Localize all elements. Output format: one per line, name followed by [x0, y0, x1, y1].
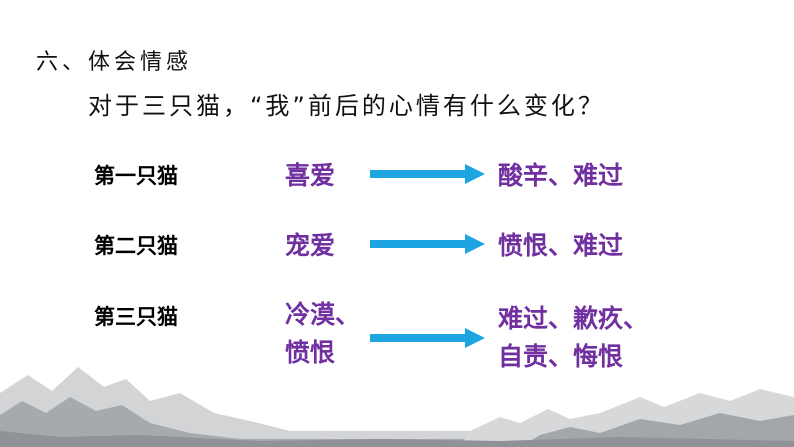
before-feeling-line: 喜爱: [285, 161, 336, 190]
row-label-cat-3: 第三只猫: [94, 305, 178, 329]
before-feeling-line: 宠爱: [285, 231, 336, 260]
before-feeling-line: 冷漠、: [285, 300, 361, 329]
after-feeling-cat-1: 酸辛、难过: [498, 157, 623, 195]
after-feeling-line: 愤恨、难过: [498, 231, 624, 260]
ink-mountain-decoration: [0, 367, 794, 447]
question-text: 对于三只猫，“我”前后的心情有什么变化？: [88, 92, 605, 120]
after-feeling-line: 难过、歉疚、: [498, 304, 649, 333]
row-label-cat-2: 第二只猫: [94, 234, 178, 258]
before-feeling-cat-3: 冷漠、 愤恨: [285, 296, 360, 372]
arrow-right-icon: [370, 328, 485, 348]
row-label-cat-1: 第一只猫: [94, 164, 178, 188]
after-feeling-cat-3: 难过、歉疚、 自责、悔恨: [498, 300, 648, 376]
before-feeling-cat-1: 喜爱: [285, 157, 335, 195]
section-title: 六、体会情感: [36, 50, 193, 75]
after-feeling-line: 酸辛、难过: [498, 161, 624, 190]
before-feeling-line: 愤恨: [285, 338, 336, 367]
arrow-right-icon: [370, 164, 485, 184]
arrow-right-icon: [370, 234, 485, 254]
after-feeling-line: 自责、悔恨: [498, 342, 624, 371]
before-feeling-cat-2: 宠爱: [285, 227, 335, 265]
after-feeling-cat-2: 愤恨、难过: [498, 227, 623, 265]
